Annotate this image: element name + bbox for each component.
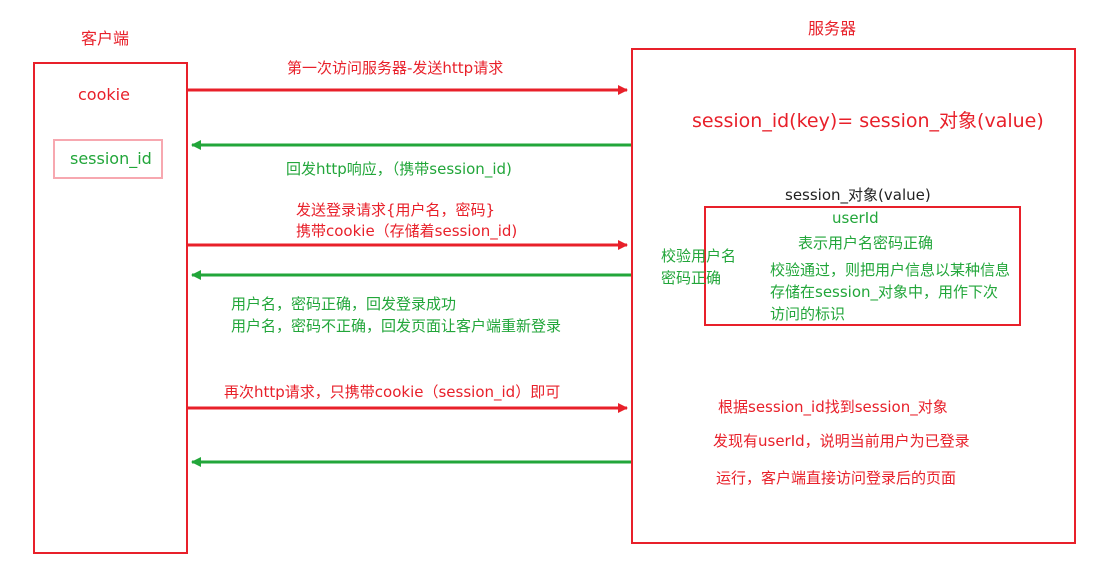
session-id-box bbox=[53, 139, 163, 179]
verify-pass-1: 校验通过，则把用户信息以某种信息 bbox=[770, 261, 1011, 279]
msg-login-request-1: 发送登录请求{用户名，密码} bbox=[296, 201, 496, 219]
verify-label-1: 校验用户名 bbox=[661, 247, 737, 265]
client-box bbox=[33, 62, 188, 554]
server-title: 服务器 bbox=[808, 19, 857, 38]
verify-pass-3: 访问的标识 bbox=[770, 305, 846, 323]
server-box bbox=[631, 48, 1076, 544]
lookup-text-3: 运行，客户端直接访问登录后的页面 bbox=[716, 469, 957, 487]
client-title: 客户端 bbox=[81, 29, 130, 48]
verify-pass-2: 存储在session_对象中，用作下次 bbox=[770, 283, 999, 301]
lookup-text-2: 发现有userId，说明当前用户为已登录 bbox=[713, 432, 970, 450]
session-mapping: session_id(key)= session_对象(value) bbox=[692, 110, 1044, 132]
cookie-label: cookie bbox=[78, 85, 130, 104]
userid-desc: 表示用户名密码正确 bbox=[798, 234, 934, 252]
msg-login-response-1: 用户名，密码正确，回发登录成功 bbox=[231, 295, 457, 313]
lookup-text-1: 根据session_id找到session_对象 bbox=[718, 398, 948, 416]
session-object-title: session_对象(value) bbox=[785, 186, 931, 204]
msg-login-response-2: 用户名，密码不正确，回发页面让客户端重新登录 bbox=[231, 317, 562, 335]
verify-label-2: 密码正确 bbox=[661, 269, 722, 287]
session-object-box bbox=[704, 206, 1021, 326]
msg-login-request-2: 携带cookie（存储着session_id) bbox=[296, 222, 518, 240]
userid-label: userId bbox=[832, 209, 879, 227]
msg-first-response: 回发http响应，（携带session_id) bbox=[286, 160, 512, 178]
msg-second-request: 再次http请求，只携带cookie（session_id）即可 bbox=[224, 383, 561, 401]
session-id-label: session_id bbox=[70, 149, 152, 168]
msg-first-request: 第一次访问服务器-发送http请求 bbox=[287, 59, 504, 77]
